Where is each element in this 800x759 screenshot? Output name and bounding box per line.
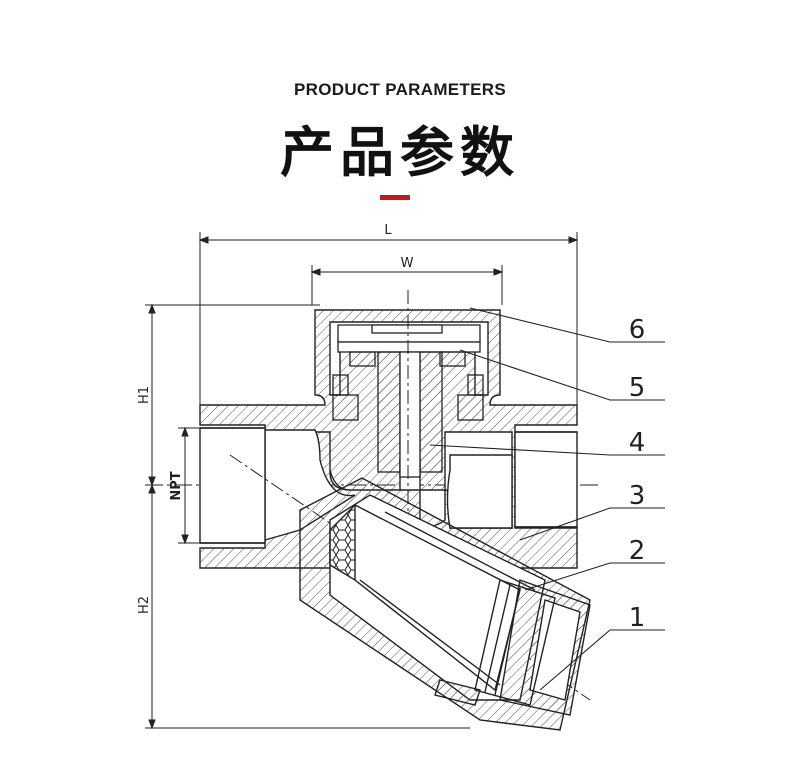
section-subtitle: PRODUCT PARAMETERS	[294, 80, 506, 99]
dimension-L	[198, 232, 579, 405]
valve-disc	[332, 341, 484, 421]
callout-6: 6	[629, 315, 646, 345]
section-header: PRODUCT PARAMETERS 产品参数	[0, 0, 800, 210]
dimension-H2-label: H2	[137, 596, 152, 614]
dimension-W	[310, 265, 504, 305]
bonnet-cap	[337, 324, 481, 343]
callout-leaders	[429, 307, 665, 691]
title-accent-bar	[380, 195, 410, 200]
dimension-NPT-label: NPT	[169, 471, 184, 500]
strainer-leg	[299, 477, 591, 731]
valve-seat	[377, 351, 443, 478]
callout-2: 2	[629, 536, 646, 566]
callout-5: 5	[629, 373, 646, 403]
callout-1: 1	[629, 603, 646, 633]
dimension-NPT	[178, 426, 202, 545]
dimension-W-label: W	[401, 256, 414, 271]
dimension-L-label: L	[384, 223, 392, 238]
callout-3: 3	[629, 481, 646, 511]
section-title: 产品参数	[280, 121, 520, 184]
callout-labels: 6 5 4 3 2 1	[629, 315, 646, 633]
callout-4: 4	[629, 428, 646, 458]
dimension-H1-label: H1	[137, 386, 152, 404]
